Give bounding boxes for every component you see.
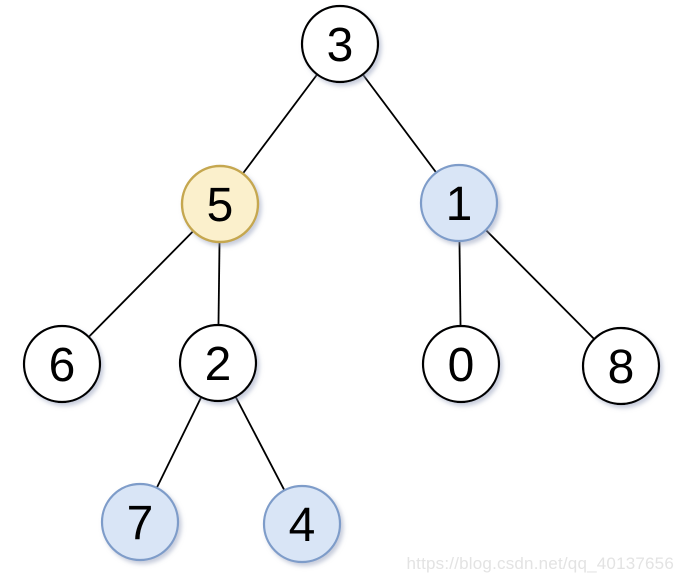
node-label-6: 6	[49, 339, 76, 392]
node-circle-5	[180, 164, 260, 244]
tree-node-4: 4	[262, 484, 342, 564]
node-label-5: 5	[207, 179, 234, 232]
node-circle-6	[22, 324, 102, 404]
watermark: https://blog.csdn.net/qq_40137656	[406, 554, 674, 573]
node-layer: 3 5 1 6 2 0 8 7 4	[22, 4, 661, 564]
node-label-3: 3	[327, 19, 354, 72]
node-label-1: 1	[446, 178, 473, 231]
node-label-7: 7	[127, 497, 154, 550]
node-circle-0	[421, 324, 501, 404]
node-circle-3	[300, 4, 380, 84]
tree-node-0: 0	[421, 324, 501, 404]
node-label-8: 8	[608, 341, 635, 394]
tree-node-6: 6	[22, 324, 102, 404]
node-circle-7	[100, 482, 180, 562]
tree-node-7: 7	[100, 482, 180, 562]
tree-node-1: 1	[419, 163, 499, 243]
node-circle-2	[178, 323, 258, 403]
node-circle-1	[419, 163, 499, 243]
tree-node-5: 5	[180, 164, 260, 244]
tree-node-2: 2	[178, 323, 258, 403]
node-circle-4	[262, 484, 342, 564]
tree-node-3: 3	[300, 4, 380, 84]
tree-node-8: 8	[581, 326, 661, 406]
node-label-4: 4	[289, 499, 316, 552]
node-label-0: 0	[448, 339, 475, 392]
node-circle-8	[581, 326, 661, 406]
edge-layer	[61, 43, 622, 525]
node-label-2: 2	[205, 338, 232, 391]
